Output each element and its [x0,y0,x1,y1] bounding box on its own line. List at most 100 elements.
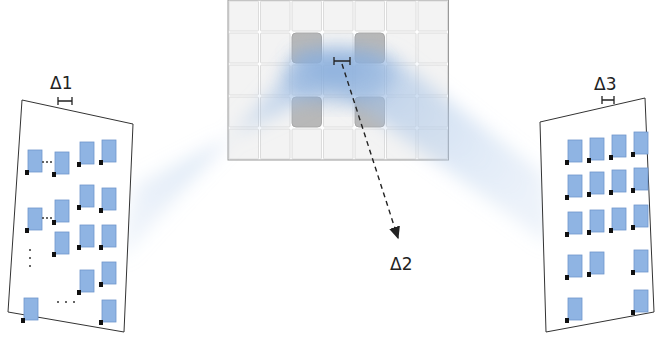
ellipsis-dot [57,301,59,303]
antenna-panel [8,100,133,332]
beam-focus [283,45,393,105]
antenna-feed [77,245,81,250]
grid-cell [229,65,259,95]
antenna-element [590,172,604,194]
antenna-feed [609,155,613,160]
dashed-arrow [342,64,398,238]
antenna-feed [25,170,29,175]
antenna-feed [587,230,591,235]
grid-cell [324,1,354,31]
grid-cell [355,1,385,31]
ellipsis-dot [29,257,31,259]
antenna-feed [631,152,635,157]
antenna-element [568,212,582,234]
antenna-panel [540,98,654,332]
antenna-feed [565,318,569,323]
antenna-feed [77,290,81,295]
antenna-element [634,168,648,190]
antenna-element [28,208,42,230]
ellipsis-dot [42,217,44,219]
antenna-element [80,270,94,292]
antenna-feed [565,232,569,237]
antenna-feed [52,172,56,177]
antenna-feed [587,272,591,277]
grid-cell [229,33,259,63]
antenna-element [568,298,582,320]
antenna-feed [99,320,103,325]
antenna-feed [99,160,103,165]
antenna-element [590,210,604,232]
antenna-feed [52,252,56,257]
antenna-feed [21,318,25,323]
grid-cell [261,1,291,31]
antenna-element [102,262,116,284]
antenna-element [634,132,648,154]
antenna-feed [631,188,635,193]
grid-cell [229,1,259,31]
antenna-feed [77,162,81,167]
grid-cell [261,129,291,159]
antenna-feed [631,225,635,230]
ellipsis-dot [50,161,52,163]
antenna-element [590,252,604,274]
ellipsis-dot [29,265,31,267]
antenna-feed [565,160,569,165]
ellipsis-dot [42,161,44,163]
antenna-feed [77,205,81,210]
ellipsis-dot [73,301,75,303]
spacing-label: Δ2 [390,256,412,273]
spacing-bracket [58,57,614,105]
antenna-element [634,205,648,227]
grid-cell [292,1,322,31]
antenna-feed [631,270,635,275]
antenna-feed [609,190,613,195]
antenna-element [612,208,626,230]
antenna-element [634,250,648,272]
ellipsis-dot [46,217,48,219]
grid-cell [324,129,354,159]
antenna-element [568,140,582,162]
antenna-element [590,138,604,160]
antenna-feed [565,195,569,200]
antenna-array [21,140,607,325]
antenna-feed [587,158,591,163]
grid-cell [261,33,291,63]
spacing-label: Δ1 [50,75,72,92]
grid-cell [418,1,448,31]
antenna-feed [609,228,613,233]
antenna-element [102,140,116,162]
antenna-element [634,290,648,312]
antenna-feed [52,220,56,225]
ellipsis-dot [50,217,52,219]
antenna-element [55,200,69,222]
antenna-element [568,175,582,197]
antenna-element [612,135,626,157]
grid-cell [292,129,322,159]
antenna-element [55,232,69,254]
antenna-feed [587,192,591,197]
antenna-feed [99,245,103,250]
antenna-feed [631,310,635,315]
antenna-element [102,300,116,322]
grid-cell [418,33,448,63]
antenna-element [80,185,94,207]
grid-cell [387,1,417,31]
spacing-label: Δ3 [594,76,616,93]
antenna-element [28,150,42,172]
antenna-feed [565,275,569,280]
antenna-element [102,225,116,247]
antenna-feed [99,282,103,287]
antenna-feed [99,208,103,213]
antenna-element [55,152,69,174]
antenna-element [80,225,94,247]
antenna-array [565,132,648,323]
antenna-element [102,188,116,210]
antenna-element [568,255,582,277]
antenna-element [24,298,38,320]
grid-cell [229,129,259,159]
ellipsis-dot [46,161,48,163]
grid-cell [355,129,385,159]
antenna-feed [25,228,29,233]
